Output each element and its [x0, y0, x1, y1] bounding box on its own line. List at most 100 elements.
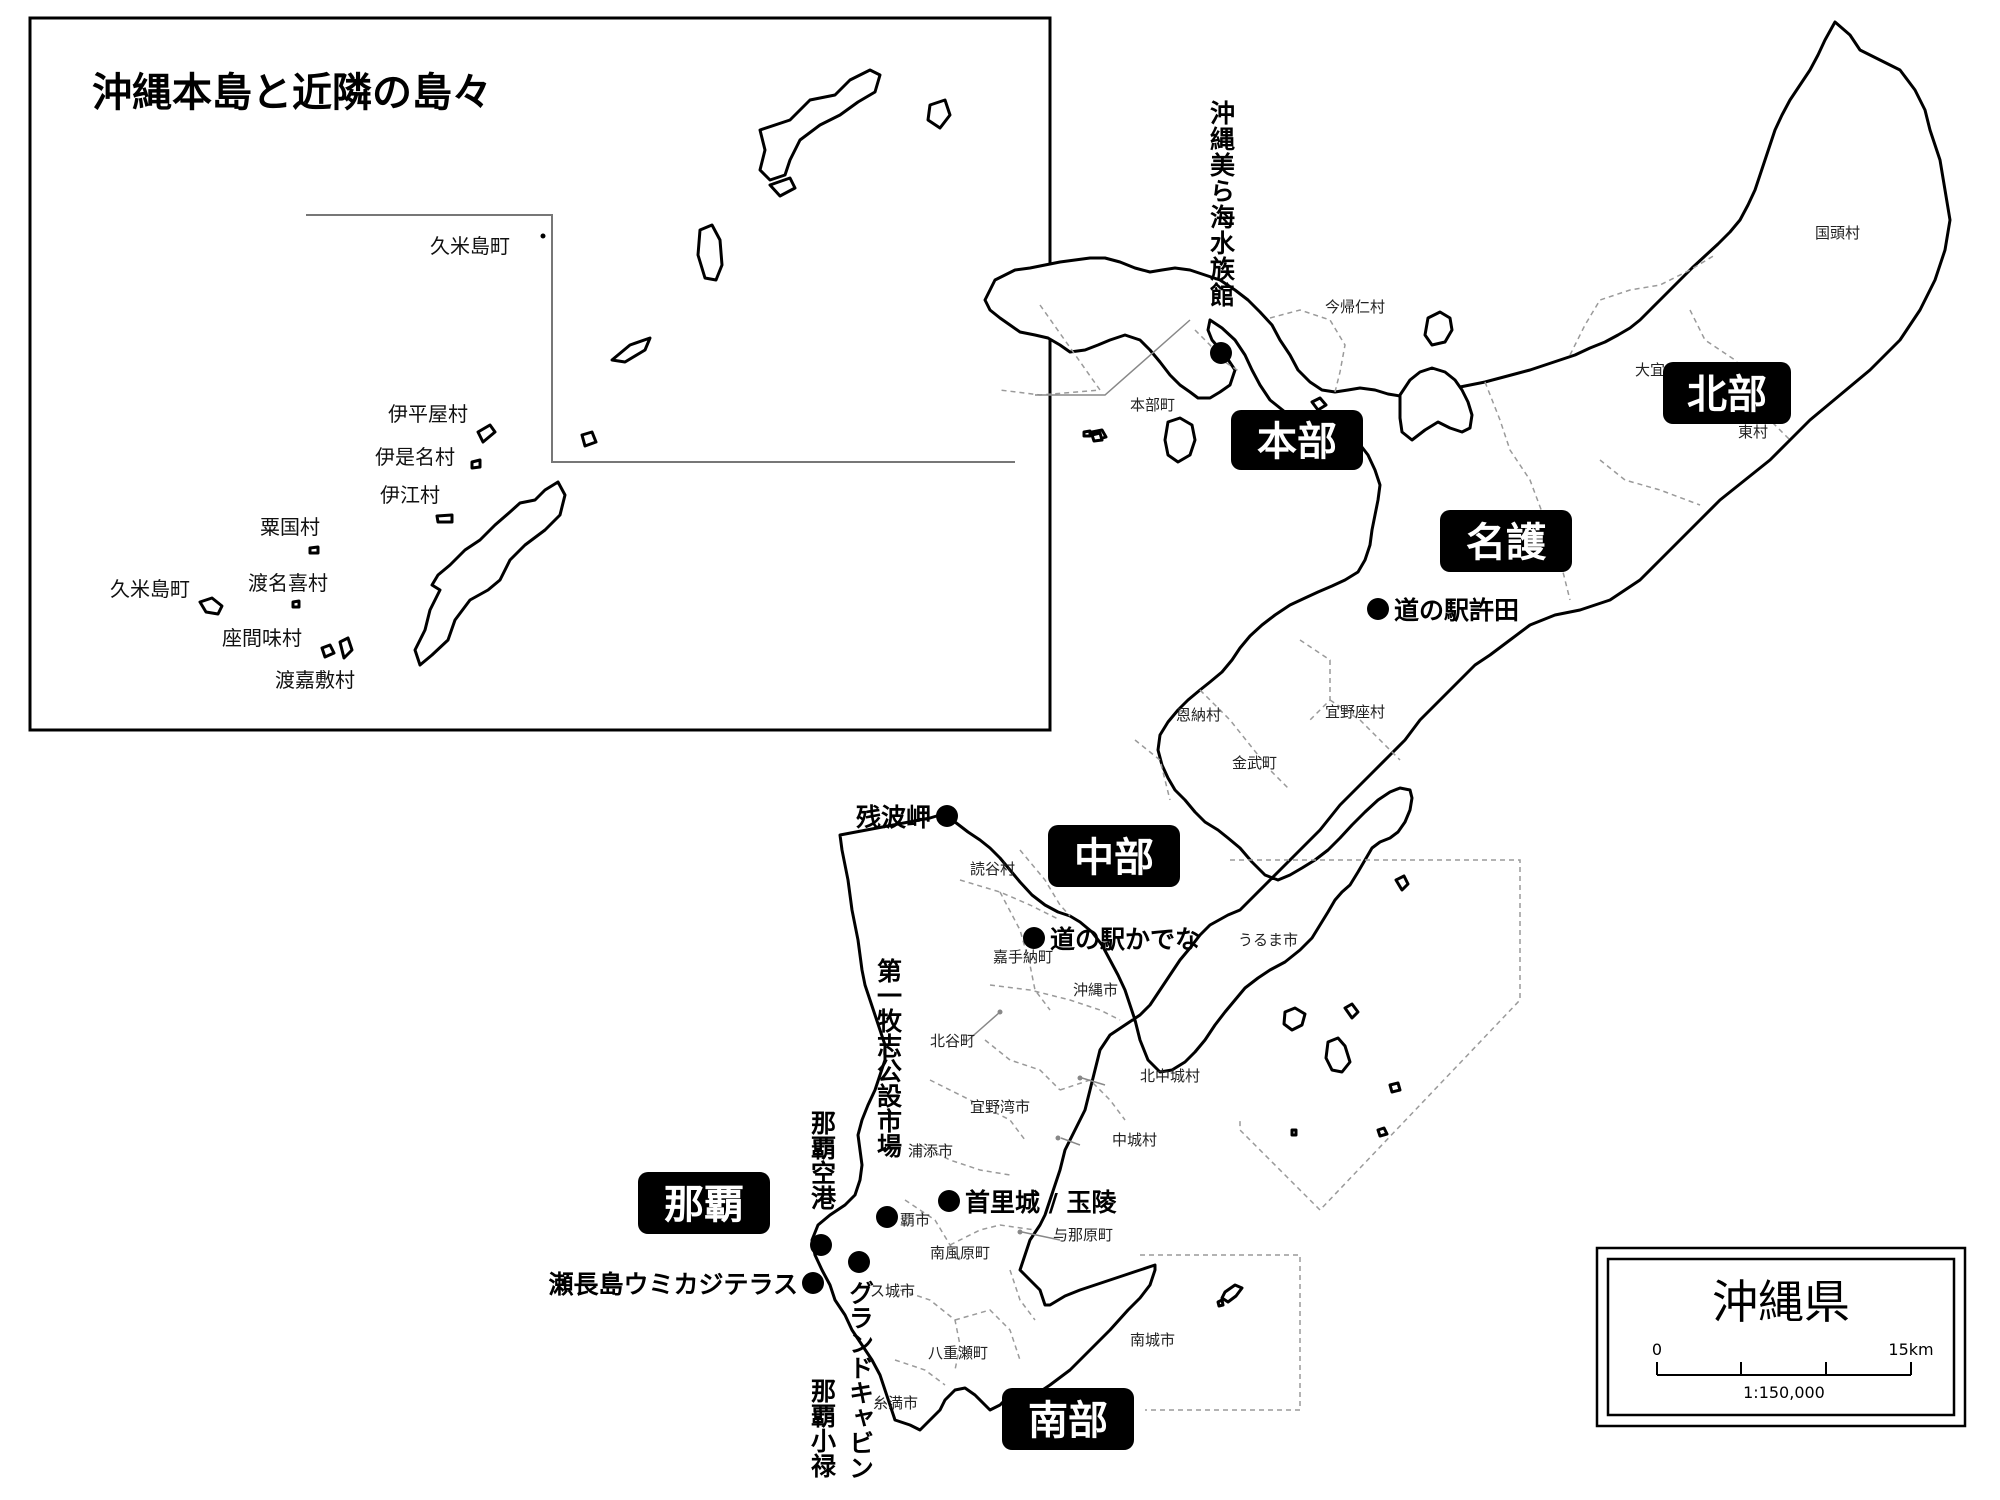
poi-koroku-label: 那覇小禄 — [808, 1378, 837, 1479]
poi-grandcabin-label: グランドキャビン — [846, 1280, 875, 1480]
region-motobu-label: 本部 — [1257, 419, 1337, 465]
muni-okinawa: 沖縄市 — [1073, 981, 1118, 999]
region-nanbu: 南部 — [1002, 1388, 1134, 1450]
scale-ratio: 1:150,000 — [1743, 1383, 1825, 1402]
poi-kadena-label: 道の駅かでな — [1050, 925, 1200, 954]
muni-higashi: 東村 — [1738, 423, 1768, 441]
muni-nakijin: 今帰仁村 — [1325, 298, 1385, 316]
muni-urasoe: 浦添市 — [908, 1142, 953, 1160]
poi-kadena-dot — [1023, 927, 1045, 949]
inset-map: 沖縄本島と近隣の島々 久米島町 伊平屋村 伊是名村 伊江村 粟国村 渡名喜村 久… — [28, 16, 1052, 732]
hamahiga-island — [1282, 1006, 1307, 1032]
muni-ginoza: 宜野座村 — [1325, 703, 1385, 721]
inset-label-kumejima-top: 久米島町 — [430, 234, 510, 258]
poi-churaumi-dot — [1210, 342, 1232, 364]
inset-tonaki-island — [291, 599, 301, 609]
muni-yonabaru: 与那原町 — [1053, 1226, 1113, 1244]
region-chubu-label: 中部 — [1074, 835, 1154, 881]
muni-chatan: 北谷町 — [930, 1032, 975, 1050]
muni-naha: 覇市 — [900, 1211, 930, 1229]
points-of-interest: 沖縄美ら海水族館 道の駅許田 残波岬 道の駅かでな 第一牧志公設市場 首里城 /… — [548, 100, 1519, 1480]
muni-haebaru: 南風原町 — [930, 1244, 990, 1262]
inset-ie-island — [435, 513, 454, 524]
municipal-boundaries — [894, 254, 1791, 1411]
leader-churaumi-sea — [1035, 319, 1191, 396]
leader-kitanakagusuku — [1081, 1077, 1106, 1086]
muni-yomitan: 読谷村 — [970, 860, 1015, 878]
muni-kadena: 嘉手納町 — [993, 948, 1053, 966]
haneji-bay — [1398, 366, 1474, 442]
sesoko-island — [1163, 416, 1197, 464]
leader-yonabaru — [1021, 1231, 1061, 1241]
poi-senaga-label: 瀬長島ウミカジテラス — [548, 1270, 798, 1299]
poi-senaga-dot — [802, 1272, 824, 1294]
muni-nakagusuku: 中城村 — [1112, 1131, 1157, 1149]
inset-okinawa-main — [413, 480, 567, 667]
inset-title: 沖縄本島と近隣の島々 — [92, 70, 492, 116]
poi-airport-label: 那覇空港 — [808, 1110, 837, 1210]
inset-kumejima-island — [198, 596, 224, 616]
inset-izena-island — [470, 458, 482, 470]
katsuren-islands — [1343, 1002, 1360, 1020]
scale-start: 0 — [1652, 1340, 1662, 1359]
muni-ogimi: 大宜 — [1635, 361, 1665, 379]
henza-island — [1324, 1036, 1352, 1074]
region-nanbu-label: 南部 — [1028, 1398, 1108, 1444]
poi-makishi-dot — [876, 1206, 898, 1228]
poi-zanpa-dot — [936, 805, 958, 827]
muni-itoman: 糸満市 — [873, 1394, 918, 1412]
inset-kakeroma — [768, 176, 797, 198]
inset-frame — [28, 16, 1052, 732]
region-chubu: 中部 — [1048, 825, 1180, 887]
region-naha: 那覇 — [638, 1172, 770, 1234]
poi-airport-dot — [810, 1234, 832, 1256]
poi-kyoda-dot — [1367, 598, 1389, 620]
inset-label-kumejima-left: 久米島町 — [110, 577, 190, 601]
inset-label-izena: 伊是名村 — [375, 445, 455, 469]
scale-bar — [1656, 1362, 1912, 1376]
poi-shuri-label: 首里城 / 玉陵 — [965, 1188, 1118, 1217]
region-hokubu: 北部 — [1663, 362, 1791, 424]
leader-nakagusuku — [1060, 1137, 1081, 1146]
inset-okinoerabu — [610, 336, 652, 364]
leader-dot-yonabaru — [1017, 1229, 1023, 1235]
poi-makishi-label: 第一牧志公設市場 — [874, 957, 903, 1159]
poi-churaumi-label: 沖縄美ら海水族館 — [1207, 100, 1236, 308]
inset-small-amami — [926, 98, 952, 130]
inset-kume-dot — [540, 233, 546, 239]
muni-uruma: うるま市 — [1238, 931, 1298, 949]
muni-kunigami: 国頭村 — [1815, 224, 1860, 242]
minna-small — [1082, 429, 1092, 438]
region-nago-label: 名護 — [1466, 520, 1547, 566]
muni-nanjo: 南城市 — [1130, 1331, 1175, 1349]
scale-end: 15km — [1888, 1340, 1933, 1359]
kudaka-island — [1220, 1283, 1244, 1304]
inset-label-tonaki: 渡名喜村 — [248, 571, 328, 595]
leader-dot-nakagusuku — [1055, 1135, 1061, 1141]
inset-label-tokashiki: 渡嘉敷村 — [275, 668, 355, 692]
poi-shuri-dot — [938, 1190, 960, 1212]
taketomi-islet — [1376, 1126, 1389, 1138]
tsuken-small — [1290, 1128, 1298, 1137]
legend-prefecture: 沖縄県 — [1712, 1275, 1850, 1329]
muni-yaese: 八重瀬町 — [928, 1344, 988, 1362]
inset-amami-oshima — [758, 68, 882, 182]
inset-label-zamami: 座間味村 — [222, 626, 302, 650]
inset-iheya-island — [476, 423, 497, 444]
region-motobu: 本部 — [1231, 410, 1363, 470]
region-nago: 名護 — [1440, 510, 1572, 572]
region-badges: 北部 本部 名護 中部 那覇 南部 — [638, 362, 1791, 1450]
inset-tokunoshima — [696, 223, 724, 282]
poi-kyoda-label: 道の駅許田 — [1394, 596, 1519, 625]
inset-boundary-line — [306, 214, 1015, 463]
kudaka-small — [1216, 1298, 1225, 1308]
poi-grandcabin-dot — [848, 1251, 870, 1273]
leader-dot-kitanakagusuku — [1077, 1075, 1083, 1081]
yagaji-island — [1310, 396, 1328, 412]
muni-kin: 金武町 — [1232, 754, 1277, 772]
muni-ginowan: 宜野湾市 — [970, 1098, 1030, 1116]
leader-dot-chatan — [997, 1009, 1003, 1015]
inset-label-iheya: 伊平屋村 — [388, 402, 468, 426]
ie-island-main — [1090, 431, 1104, 443]
